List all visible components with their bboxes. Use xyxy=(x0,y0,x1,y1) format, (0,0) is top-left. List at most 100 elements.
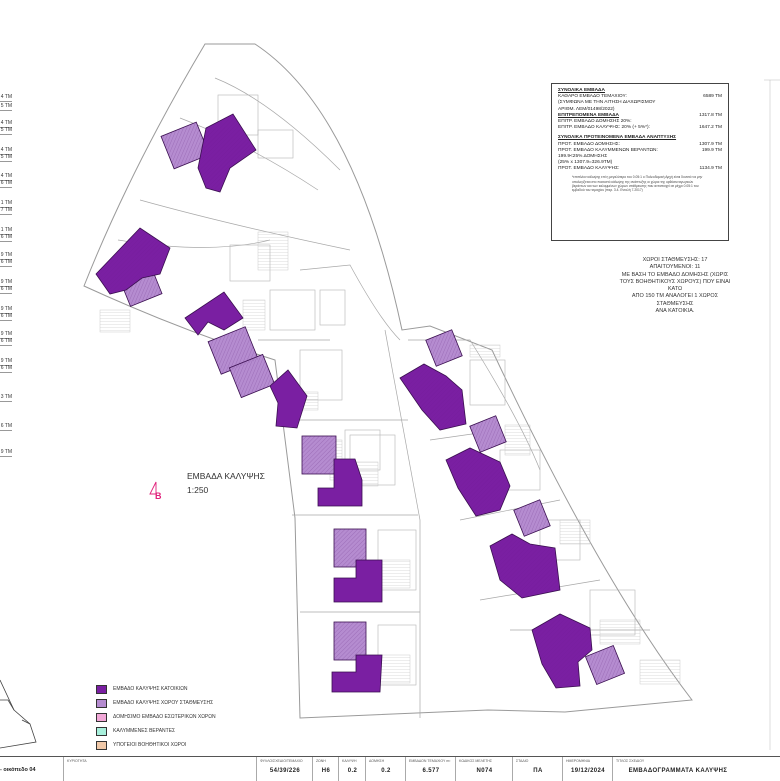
title-block-cell-heading: ΔΟΜΗΣΗ xyxy=(369,759,385,763)
left-divider xyxy=(0,338,12,339)
left-area-value: 6 TM xyxy=(0,313,12,319)
left-area-value: 5 TM xyxy=(0,127,12,133)
legend-label: ΕΜΒΑΔΟ ΚΑΛΥΨΗΣ ΧΩΡΟΥ ΣΤΑΘΜΕΥΣΗΣ xyxy=(113,700,214,706)
drawing-title: ΕΜΒΑΔΑ ΚΑΛΥΨΗΣ xyxy=(187,471,265,481)
legend-label: ΚΑΛΥΜΜΕΝΕΣ ΒΕΡΑΝΤΕΣ xyxy=(113,728,176,734)
legend-swatch xyxy=(96,741,107,750)
legend-swatch xyxy=(96,699,107,708)
parking-line: ΤΟΥΣ ΒΟΗΘΗΤΙΚΟΥΣ ΧΩΡΟΥΣ) ΠΟΥ ΕΙΝΑΙ ΚΑΤΩ xyxy=(619,278,731,293)
left-area-value: 9 TM xyxy=(0,358,12,364)
summary-row: ΠΡΟΤ. ΕΜΒΑΔΟ ΚΑΛΥΜΜΕΝΩΝ ΒΕΡΑΝΤΩΝ: 199.9 T… xyxy=(558,148,722,154)
summary-row-label: ΕΠΙΤΡ. ΕΜΒΑΔΟ ΔΟΜΗΣΗΣ 20%: xyxy=(558,118,632,124)
title-block-cell-heading: ΤΙΤΛΟΣ ΣΧΕΔΙΟΥ xyxy=(616,759,645,763)
left-divider xyxy=(0,430,12,431)
legend-swatch xyxy=(96,685,107,694)
left-area-value: 9 TM xyxy=(0,279,12,285)
permitted-title: ΕΠΙΤΡΕΠΟΜΕΝΑ ΕΜΒΑΔΑ 1317.8 TM xyxy=(558,112,722,118)
summary-row-value: 199.9 TM xyxy=(701,147,722,153)
legend-label: ΕΜΒΑΔΟ ΚΑΛΥΨΗΣ ΚΑΤΟΙΚΙΩΝ xyxy=(113,686,188,692)
parking-line: ΧΩΡΟΙ ΣΤΑΘΜΕΥΣΗΣ: 17 xyxy=(642,257,708,263)
summary-row-label: ΠΡΟΤ. ΕΜΒΑΔΟ ΔΟΜΗΣΗΣ: xyxy=(558,141,620,147)
summary-row: (25% x 1307.9=326.9TM) xyxy=(558,160,722,166)
left-area-value: 9 TM xyxy=(0,331,12,337)
summary-row-label: 199.9<25% ΔΟΜΗΣΗΣ xyxy=(558,153,608,159)
left-area-value: 1 TM xyxy=(0,200,12,206)
parking-line: ΜΕ ΒΑΣΗ ΤΟ ΕΜΒΑΔΟ ΔΟΜΗΣΗΣ (ΧΩΡΙΣ xyxy=(621,271,729,278)
left-divider xyxy=(0,110,12,111)
summary-row-label: (25% x 1307.9=326.9TM) xyxy=(558,160,613,166)
title-block-cell-value: 6.577 xyxy=(422,768,440,774)
house-footprint xyxy=(269,369,308,429)
left-area-value: 6 TM xyxy=(0,234,12,240)
summary-footnote: *επιπλέον κάλυψης επί η μεγαλύτερο του 0… xyxy=(572,175,703,193)
house-footprint xyxy=(333,559,383,603)
left-area-value: 4 TM xyxy=(0,147,12,153)
left-area-value: 9 TM xyxy=(0,252,12,258)
summary-row-label: ΕΠΙΤΡ. ΕΜΒΑΔΟ ΚΑΛΥΨΗΣ: 20% (+ 5%*): xyxy=(558,125,650,131)
legend-swatch xyxy=(96,727,107,736)
title-block-cell-value: H6 xyxy=(321,768,331,774)
left-area-value: 6 TM xyxy=(0,259,12,265)
left-area-value: 9 TM xyxy=(0,449,12,455)
summary-row: ΑΡΙΘΜ. ΛΕΜ/01498/2022) xyxy=(558,107,722,113)
title-block-cell-value: 0.2 xyxy=(381,768,391,774)
drawing-scale: 1:250 xyxy=(187,485,209,495)
left-divider xyxy=(0,101,12,102)
summary-row-label: ΠΡΟΤ. ΕΜΒΑΔΟ ΚΑΛΥΨΗΣ: xyxy=(558,166,620,172)
title-block-cell: ΣΤΑΔΙΟ ΠΑ xyxy=(512,757,563,781)
left-area-value: 1 TM xyxy=(0,227,12,233)
summary-row-value: 1647.2 TM xyxy=(699,125,722,131)
summary-row-label: ΑΡΙΘΜ. ΛΕΜ/01498/2022) xyxy=(558,106,615,112)
proposed-title: ΣΥΝΟΛΙΚΑ ΠΡΟΤΕΙΝΟΜΕΝΑ ΕΜΒΑΔΑ ΑΝΑΠΤΥΞΗΣ xyxy=(558,135,677,141)
left-area-value: 4 TM xyxy=(0,94,12,100)
left-divider xyxy=(0,154,12,155)
title-block-cell-heading: ΣΤΑΔΙΟ xyxy=(516,759,529,763)
left-divider xyxy=(0,401,12,402)
left-area-value: 6 TM xyxy=(0,365,12,371)
left-divider xyxy=(0,313,12,314)
left-area-value: 9 TM xyxy=(0,306,12,312)
summary-row-label: ΠΡΟΤ. ΕΜΒΑΔΟ ΚΑΛΥΜΜΕΝΩΝ ΒΕΡΑΝΤΩΝ: xyxy=(558,147,658,153)
parking-line: ΑΠΟ 150 TM ΑΝΑΛΟΓΕΙ 1 ΧΩΡΟΣ ΣΤΑΘΜΕΥΣΗΣ xyxy=(631,293,719,307)
left-area-value: 6 TM xyxy=(0,338,12,344)
left-divider xyxy=(0,127,12,128)
summary-row-label: (ΣΥΜΦΩΝΑ ΜΕ ΤΗΝ ΑΙΤΗΣΗ ΔΙΑΧΩΡΙΣΜΟΥ xyxy=(558,100,656,106)
area-summary-table: ΣΥΝΟΛΙΚΑ ΕΜΒΑΔΑ ΚΑΘΑΡΟ ΕΜΒΑΔΟ ΤΕΜΑΧΙΟΥ: 6… xyxy=(551,83,729,241)
summary-row: 199.9<25% ΔΟΜΗΣΗΣ xyxy=(558,154,722,160)
title-block-cell-heading: ΖΩΝΗ xyxy=(316,759,326,763)
sheet-right-frame xyxy=(764,79,780,750)
summary-title: ΣΥΝΟΛΙΚΑ ΕΜΒΑΔΑ xyxy=(558,88,605,93)
left-divider xyxy=(0,180,12,181)
title-block-cell-heading: ΚΩΔΙΚΟΣ ΜΕΛΕΤΗΣ xyxy=(459,759,493,763)
stair-strips xyxy=(99,231,681,685)
left-area-value: 6 TM xyxy=(0,286,12,292)
title-block-cell-value: 19/12/2024 xyxy=(570,768,606,774)
left-area-value: 6 TM xyxy=(0,423,12,429)
title-block-cell: ΔΟΜΗΣΗ 0.2 xyxy=(365,757,406,781)
summary-row-value: 6589 TM xyxy=(703,94,722,100)
left-divider xyxy=(0,365,12,366)
left-area-value: 5 TM xyxy=(0,154,12,160)
title-block-cell-heading: ΕΜΒΑΔΟΝ ΤΕΜΑΧΙΟΥ m² xyxy=(409,759,451,763)
summary-row: ΕΠΙΤΡ. ΕΜΒΑΔΟ ΚΑΛΥΨΗΣ: 20% (+ 5%*): 1647.… xyxy=(558,125,722,131)
left-divider xyxy=(0,241,12,242)
summary-row-label: ΚΑΘΑΡΟ ΕΜΒΑΔΟ ΤΕΜΑΧΙΟΥ: xyxy=(558,94,627,100)
title-block-cell-value: 54/39/226 xyxy=(269,768,301,774)
left-divider xyxy=(0,293,12,294)
left-divider xyxy=(0,372,12,373)
title-block-cell-value: ΕΜΒΑΔΟΓΡΑΜΜΑΤΑ ΚΑΛΥΨΗΣ xyxy=(628,768,728,774)
left-divider xyxy=(0,207,12,208)
summary-row: ΕΠΙΤΡ. ΕΜΒΑΔΟ ΔΟΜΗΣΗΣ 20%: xyxy=(558,119,722,125)
summary-row: ΠΡΟΤ. ΕΜΒΑΔΟ ΚΑΛΥΨΗΣ:1134.9 TM xyxy=(558,166,722,172)
house-footprint xyxy=(331,654,383,693)
title-block-left-text: - οικόπεδο 04 xyxy=(0,767,36,773)
left-area-value: 4 TM xyxy=(0,120,12,126)
left-area-value: 5 TM xyxy=(0,103,12,109)
title-block-cell-value: ΠΑ xyxy=(533,768,543,774)
